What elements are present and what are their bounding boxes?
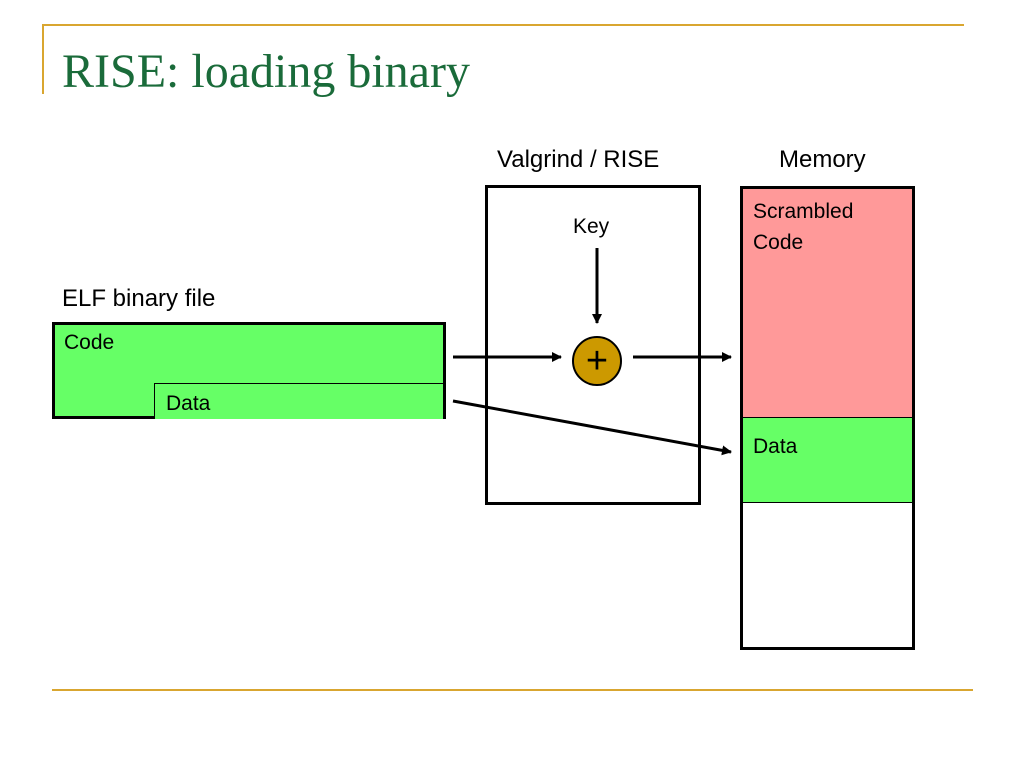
key-label: Key <box>573 215 610 238</box>
memory-scrambled-code-section <box>743 189 912 418</box>
left-accent-rule <box>42 24 44 94</box>
memory-data-label: Data <box>753 435 798 458</box>
scrambled-label-line2: Code <box>753 231 804 254</box>
scrambled-label-line1: Scrambled <box>753 200 854 223</box>
memory-data-section <box>743 418 912 503</box>
elf-data-section <box>154 383 443 419</box>
valgrind-title: Valgrind / RISE <box>497 146 660 173</box>
memory-title: Memory <box>779 146 866 173</box>
scramble-operator-node: + <box>572 336 622 386</box>
elf-code-label: Code <box>64 331 115 354</box>
elf-title: ELF binary file <box>62 285 216 312</box>
slide-title: RISE: loading binary <box>62 45 470 98</box>
bottom-accent-rule <box>52 689 973 691</box>
elf-data-label: Data <box>166 392 211 415</box>
plus-icon: + <box>585 340 609 382</box>
top-accent-rule <box>42 24 964 26</box>
